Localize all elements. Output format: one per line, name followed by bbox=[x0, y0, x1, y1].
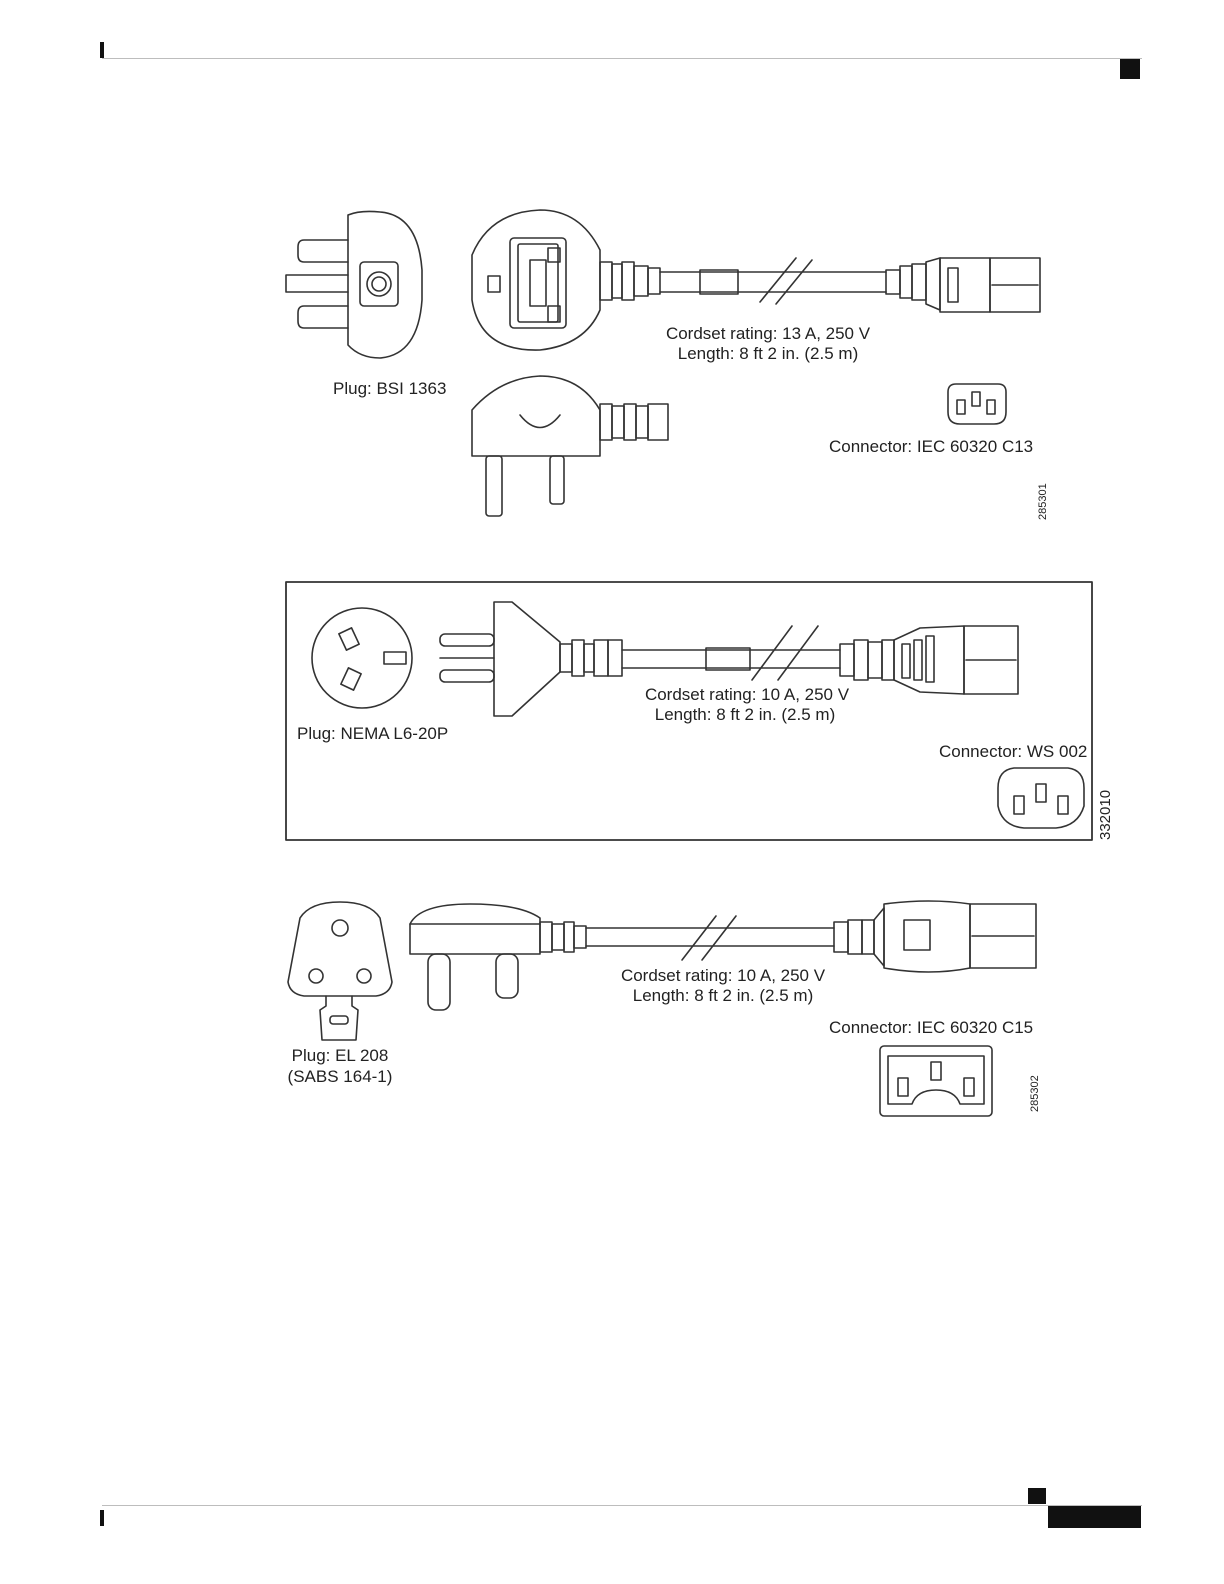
bsi-plug-angled-view-icon bbox=[471, 375, 669, 517]
c13-face-icon bbox=[947, 383, 1007, 425]
footer-rule bbox=[102, 1505, 1142, 1506]
figure-nema-l6-20p: Plug: NEMA L6-20P Cordset rating: 10 A, … bbox=[285, 581, 1114, 841]
plug-label-nema: Plug: NEMA L6-20P bbox=[297, 724, 448, 743]
cord-length-3: Length: 8 ft 2 in. (2.5 m) bbox=[633, 986, 813, 1005]
connector-label-c13: Connector: IEC 60320 C13 bbox=[829, 437, 1033, 456]
figure-id-2: 332010 bbox=[1097, 790, 1114, 840]
connector-label-c15: Connector: IEC 60320 C15 bbox=[829, 1018, 1033, 1037]
footer-tick bbox=[100, 1510, 104, 1526]
figure-id-1: 285301 bbox=[1037, 483, 1049, 520]
ws002-face-icon bbox=[997, 767, 1085, 829]
c13-connector-icon bbox=[885, 257, 1041, 313]
footer-page-tab bbox=[1048, 1506, 1141, 1528]
bsi-plug-side-view-icon bbox=[285, 210, 423, 359]
plug-label-el208-line2: (SABS 164-1) bbox=[288, 1067, 393, 1086]
el208-plug-side-icon bbox=[409, 903, 835, 1011]
plug-label-bsi: Plug: BSI 1363 bbox=[333, 379, 446, 398]
figure-id-3: 285302 bbox=[1029, 1075, 1041, 1112]
nema-plug-side-icon bbox=[439, 601, 841, 717]
header-tick bbox=[100, 42, 104, 58]
c15-connector-icon bbox=[833, 900, 1037, 973]
footer-marker bbox=[1028, 1488, 1046, 1504]
figure-el-208: Plug: EL 208 (SABS 164-1) Cordset rating… bbox=[287, 900, 1041, 1117]
cordset-rating-3: Cordset rating: 10 A, 250 V bbox=[621, 966, 826, 985]
connector-label-ws002: Connector: WS 002 bbox=[939, 742, 1087, 761]
cord-length-2: Length: 8 ft 2 in. (2.5 m) bbox=[655, 705, 835, 724]
el208-plug-face-icon bbox=[287, 901, 393, 1041]
cordset-rating-2: Cordset rating: 10 A, 250 V bbox=[645, 685, 850, 704]
bsi-plug-front-view-icon bbox=[471, 209, 887, 351]
cordset-rating-1: Cordset rating: 13 A, 250 V bbox=[666, 324, 871, 343]
ws002-connector-icon bbox=[839, 625, 1019, 695]
figure-bsi-1363: Plug: BSI 1363 Cordset rating: 13 A, 250… bbox=[285, 209, 1049, 520]
header-marker bbox=[1120, 59, 1140, 79]
plug-label-el208-line1: Plug: EL 208 bbox=[292, 1046, 389, 1065]
nema-plug-face-icon bbox=[311, 607, 413, 709]
c15-face-icon bbox=[879, 1045, 993, 1117]
cord-length-1: Length: 8 ft 2 in. (2.5 m) bbox=[678, 344, 858, 363]
header-rule bbox=[102, 58, 1142, 59]
